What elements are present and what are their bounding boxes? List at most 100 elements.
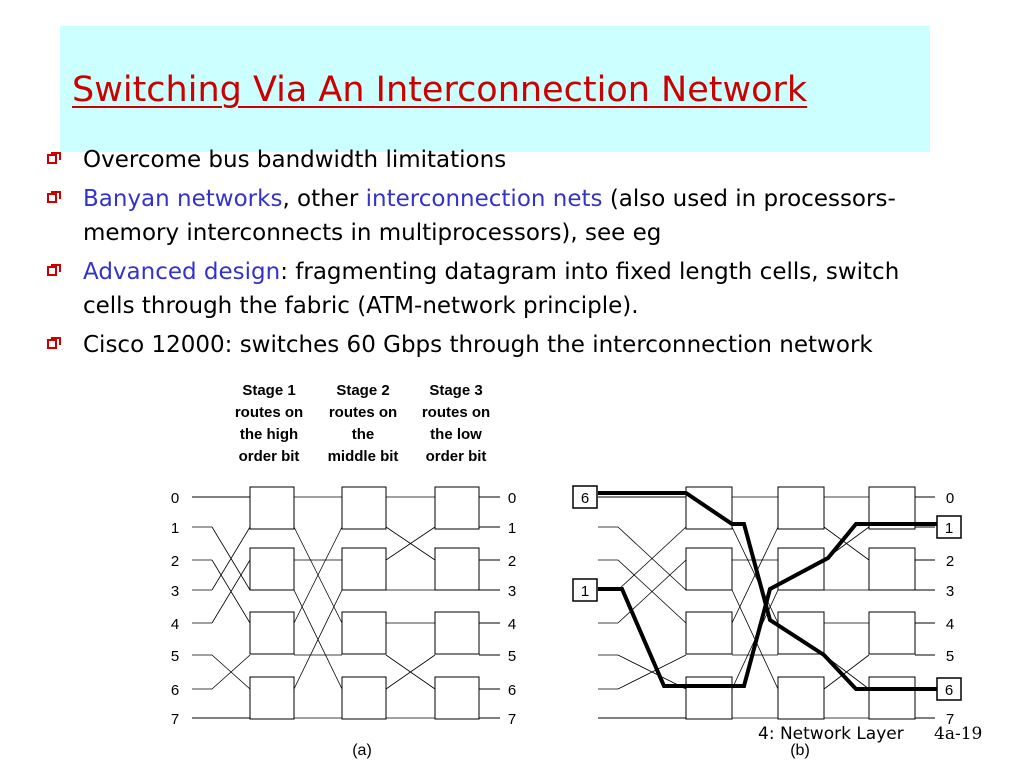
stage-caption-line: Stage 1 [242, 382, 295, 399]
port-label-left: 4 [171, 616, 179, 633]
port-label-right: 0 [508, 490, 516, 507]
port-label-left: 3 [171, 583, 179, 600]
caption-b: (b) [790, 742, 810, 759]
stage-caption-line: order bit [239, 448, 300, 465]
switch-element [434, 611, 480, 655]
output-port-box [936, 515, 962, 539]
port-label-right: 5 [946, 648, 954, 665]
wire [823, 654, 870, 690]
stage-caption-line: Stage 3 [429, 382, 482, 399]
stage-caption-line: routes on [329, 404, 397, 421]
wire [731, 526, 779, 624]
port-label-left: 2 [171, 553, 179, 570]
port-label-left: 0 [171, 490, 179, 507]
bullet-item: Overcome bus bandwidth limitations [45, 143, 945, 177]
wire [385, 654, 436, 690]
port-label-right: 7 [946, 711, 954, 728]
wire [211, 559, 251, 624]
port-label-right: 4 [508, 616, 516, 633]
title-banner [60, 26, 930, 152]
switch-element [434, 547, 480, 591]
stage-caption-line: middle bit [328, 448, 399, 465]
switch-element [341, 486, 387, 530]
slide-title: Switching Via An Interconnection Network [72, 70, 808, 110]
highlight-term: interconnection nets [365, 186, 603, 212]
wire [211, 654, 251, 690]
footer-chapter: 4: Network Layer [758, 724, 904, 744]
stage-caption-line: the low [430, 426, 482, 443]
switch-element [777, 611, 825, 655]
switch-element [434, 486, 480, 530]
highlight-term: Banyan networks [83, 186, 283, 212]
port-label-right: 5 [508, 648, 516, 665]
switch-element [868, 676, 916, 720]
switch-element [868, 547, 916, 591]
port-label-right: 4 [946, 616, 954, 633]
stage-caption-line: the [352, 426, 375, 443]
bullet-text: : fragmenting datagram into fixed length… [83, 259, 900, 319]
stage-caption-line: routes on [422, 404, 490, 421]
switch-element [341, 676, 387, 720]
routed-path-6 [598, 491, 937, 691]
switch-element [249, 547, 295, 591]
page-number: 4a-19 [934, 724, 983, 744]
port-label-highlighted: 1 [945, 520, 953, 537]
bullet-marker-icon [47, 152, 61, 164]
bullet-marker-icon [47, 191, 61, 203]
bullet-item: Cisco 12000: switches 60 Gbps through th… [45, 328, 945, 362]
switch-element [341, 611, 387, 655]
wire [211, 526, 251, 591]
port-label-left: 6 [171, 682, 179, 699]
wire [293, 526, 343, 624]
bullet-text: Overcome bus bandwidth limitations [83, 147, 507, 173]
switch-element [777, 676, 825, 720]
bullet-text: (also used in processors-memory intercon… [83, 186, 896, 246]
bullet-marker-icon [47, 337, 61, 349]
wire [617, 559, 687, 624]
caption-a: (a) [352, 742, 372, 759]
switch-element [249, 611, 295, 655]
port-label-right: 7 [508, 711, 516, 728]
port-label-right: 2 [946, 553, 954, 570]
wire [617, 654, 687, 690]
port-label-left: 7 [171, 711, 179, 728]
switch-element [341, 547, 387, 591]
input-port-box [572, 578, 598, 602]
switch-element [685, 547, 733, 591]
switch-element [685, 676, 733, 720]
bullet-marker-icon [47, 264, 61, 276]
port-label-right: 2 [508, 553, 516, 570]
input-port-box [572, 485, 598, 509]
stage-caption-line: the high [240, 426, 298, 443]
switch-element [434, 676, 480, 720]
switch-element [249, 486, 295, 530]
wire [385, 526, 436, 561]
input-label: 6 [581, 490, 589, 507]
port-label-right: 1 [508, 520, 516, 537]
stage-caption-line: routes on [235, 404, 303, 421]
port-label-highlighted: 6 [945, 682, 953, 699]
port-label-right: 0 [946, 490, 954, 507]
stage-caption-line: order bit [426, 448, 487, 465]
input-label: 1 [581, 583, 589, 600]
bullet-text: , other [282, 186, 366, 212]
routed-path-1 [598, 522, 937, 688]
wire [293, 589, 343, 690]
port-label-right: 6 [508, 682, 516, 699]
highlight-term: Advanced design [83, 259, 281, 285]
switch-element [777, 486, 825, 530]
port-label-right: 3 [508, 583, 516, 600]
port-label-right: 3 [946, 583, 954, 600]
stage-caption-line: Stage 2 [336, 382, 389, 399]
switch-element [868, 611, 916, 655]
port-label-left: 1 [171, 520, 179, 537]
wire [617, 526, 687, 591]
switch-element [249, 676, 295, 720]
switch-element [777, 547, 825, 591]
bullet-text: Cisco 12000: switches 60 Gbps through th… [83, 332, 873, 358]
switch-element [685, 611, 733, 655]
bullet-item: Advanced design: fragmenting datagram in… [45, 255, 945, 323]
port-label-left: 5 [171, 648, 179, 665]
